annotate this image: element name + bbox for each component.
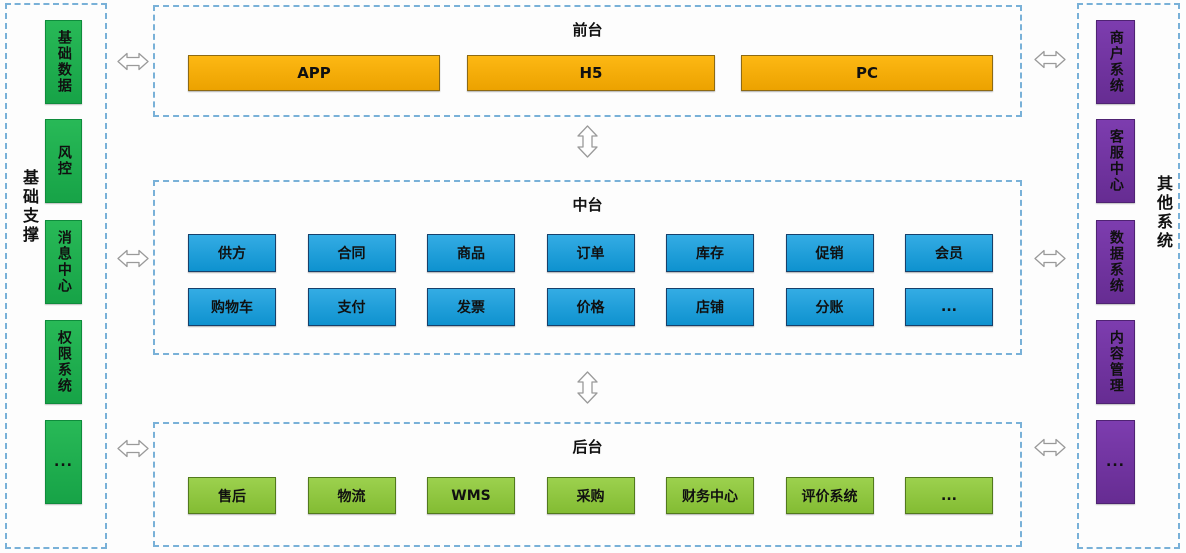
module-customer-service-center: 客服中心 [1096, 119, 1135, 203]
module-label: ... [941, 487, 957, 504]
module-label: 商户系统 [1107, 30, 1124, 94]
front-section-title: 前台 [572, 21, 603, 39]
module-app: APP [188, 55, 440, 91]
left-column-label: 基础支撑 [20, 169, 39, 245]
module-payment: 支付 [307, 288, 396, 326]
module-order: 订单 [546, 234, 635, 272]
module-label: 商品 [457, 246, 485, 262]
back-section-title: 后台 [572, 438, 603, 456]
module-label: 风控 [55, 145, 72, 177]
module-label: 库存 [696, 246, 724, 262]
module-procurement: 采购 [546, 477, 635, 514]
module-label: 合同 [337, 246, 366, 262]
module-label: 客服中心 [1107, 129, 1124, 193]
module-label: 促销 [815, 246, 844, 262]
module-price: 价格 [546, 288, 635, 326]
module-label: ... [1106, 453, 1125, 470]
module-label: 会员 [935, 246, 963, 262]
module-back-more: ... [905, 477, 993, 514]
module-merchant-system: 商户系统 [1096, 20, 1135, 104]
left-back-double-arrow-icon [117, 439, 149, 458]
module-label: 采购 [576, 488, 605, 505]
module-label: 售后 [218, 488, 246, 505]
module-contract: 合同 [307, 234, 396, 272]
middle-row-2: 购物车 支付 发票 价格 店铺 分账 ... [188, 288, 993, 326]
front-middle-double-arrow-icon [577, 125, 598, 158]
module-inventory: 库存 [666, 234, 754, 272]
module-label: 支付 [337, 300, 366, 316]
module-middle-more: ... [905, 288, 993, 326]
module-product: 商品 [427, 234, 515, 272]
module-permission-system: 权限系统 [45, 320, 82, 404]
right-column-other-systems: 其他系统 商户系统 客服中心 数据系统 内容管理 ... [1077, 3, 1180, 549]
module-message-center: 消息中心 [45, 220, 82, 304]
module-label: ... [54, 453, 73, 470]
module-label: APP [297, 64, 331, 82]
module-label: 内容管理 [1107, 330, 1124, 394]
module-left-more: ... [45, 420, 82, 504]
right-front-double-arrow-icon [1034, 50, 1066, 69]
module-logistics: 物流 [307, 477, 396, 514]
module-after-sales: 售后 [188, 477, 276, 514]
module-label: 数据系统 [1107, 230, 1124, 294]
module-base-data: 基础数据 [45, 20, 82, 104]
module-label: PC [855, 64, 878, 82]
module-label: 分账 [815, 300, 844, 316]
middle-row-1: 供方 合同 商品 订单 库存 促销 会员 [188, 234, 993, 272]
module-data-system: 数据系统 [1096, 220, 1135, 304]
module-content-management: 内容管理 [1096, 320, 1135, 404]
middle-section: 中台 供方 合同 商品 订单 库存 促销 会员 购物车 支付 发票 价格 店铺 … [153, 180, 1022, 355]
module-label: 价格 [576, 300, 605, 316]
front-section: 前台 APP H5 PC [153, 5, 1022, 117]
left-front-double-arrow-icon [117, 52, 149, 71]
back-section: 后台 售后 物流 WMS 采购 财务中心 评价系统 ... [153, 422, 1022, 547]
module-supplier: 供方 [188, 234, 276, 272]
right-back-double-arrow-icon [1034, 438, 1066, 457]
module-promotion: 促销 [785, 234, 874, 272]
right-column-label: 其他系统 [1154, 175, 1173, 251]
module-label: 供方 [218, 246, 246, 262]
module-label: 发票 [457, 300, 485, 316]
module-invoice: 发票 [427, 288, 515, 326]
module-right-more: ... [1096, 420, 1135, 504]
module-label: 店铺 [696, 300, 724, 316]
right-middle-double-arrow-icon [1034, 249, 1066, 268]
module-label: 财务中心 [682, 488, 738, 505]
module-review-system: 评价系统 [785, 477, 874, 514]
middle-section-title: 中台 [572, 196, 603, 214]
module-member: 会员 [905, 234, 993, 272]
module-split-account: 分账 [785, 288, 874, 326]
module-label: 基础数据 [55, 30, 72, 94]
back-row: 售后 物流 WMS 采购 财务中心 评价系统 ... [188, 477, 993, 514]
module-label: 购物车 [211, 300, 253, 316]
module-finance-center: 财务中心 [666, 477, 754, 514]
module-label: WMS [451, 487, 491, 504]
module-label: 物流 [337, 488, 366, 505]
module-label: ... [941, 299, 957, 315]
module-label: 评价系统 [801, 488, 858, 505]
middle-back-double-arrow-icon [577, 371, 598, 404]
module-cart: 购物车 [188, 288, 276, 326]
module-h5: H5 [467, 55, 715, 91]
left-column-base-support: 基础支撑 基础数据 风控 消息中心 权限系统 ... [5, 3, 107, 549]
module-label: 订单 [576, 246, 605, 262]
module-label: 权限系统 [55, 330, 72, 394]
module-label: H5 [579, 64, 603, 82]
module-risk-control: 风控 [45, 119, 82, 203]
module-pc: PC [741, 55, 993, 91]
module-shop: 店铺 [666, 288, 754, 326]
module-wms: WMS [427, 477, 515, 514]
module-label: 消息中心 [55, 230, 72, 294]
left-middle-double-arrow-icon [117, 249, 149, 268]
